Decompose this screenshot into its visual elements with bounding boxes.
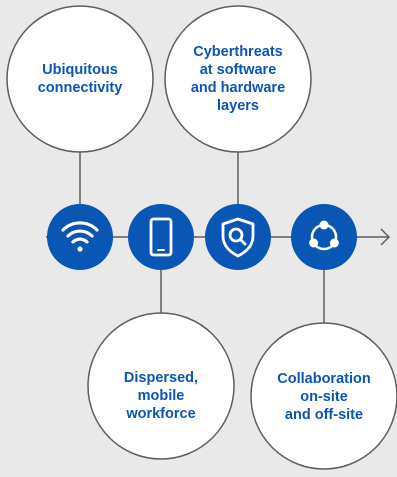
smartphone-circle (128, 204, 194, 270)
shield-circle (205, 204, 271, 270)
bubble-label-collaboration: Collaboration on-site and off-site (277, 371, 371, 423)
bubble-dispersed-workforce (87, 312, 235, 460)
bubble-ubiquitous-connectivity (6, 5, 154, 153)
wifi-icon (61, 221, 99, 252)
wifi-circle (47, 204, 113, 270)
bubble-cyberthreats (164, 5, 312, 153)
bubble-label-dispersed-workforce: Dispersed, mobile workforce (123, 370, 199, 422)
share-network-icon (309, 220, 339, 251)
smartphone-icon (149, 217, 173, 257)
share-circle (291, 204, 357, 270)
bubble-label-cyberthreats: Cyberthreats at software and hardware la… (190, 44, 286, 114)
arrow-head-icon (380, 228, 391, 246)
shield-search-icon (221, 217, 255, 258)
bubble-collaboration (250, 322, 397, 470)
bubble-label-ubiquitous-connectivity: Ubiquitous connectivity (37, 62, 123, 96)
